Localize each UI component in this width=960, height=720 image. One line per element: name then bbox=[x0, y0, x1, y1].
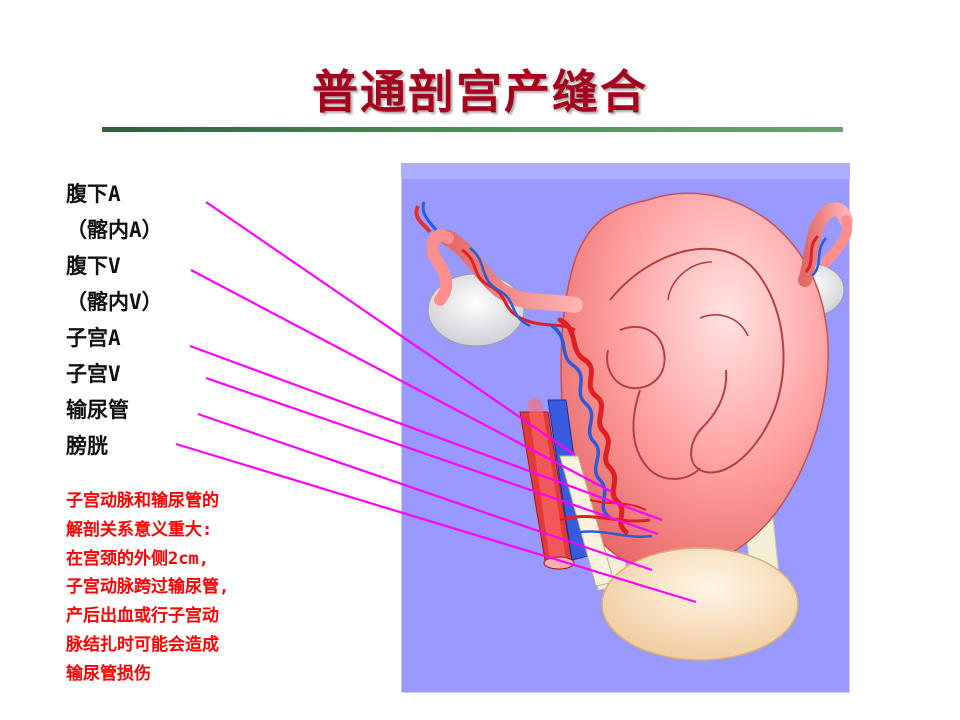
bladder-shape bbox=[601, 547, 799, 661]
note-line: 子宫动脉和输尿管的 bbox=[66, 491, 219, 511]
note-line: 脉结扎时可能会造成 bbox=[66, 634, 219, 655]
note-line: 在宫颈的外侧2cm, bbox=[66, 548, 209, 569]
label-internal-iliac-artery: （髂内A） bbox=[66, 218, 163, 242]
label-hypogastric-vein: 腹下V bbox=[66, 254, 121, 278]
label-hypogastric-artery: 腹下A bbox=[66, 182, 121, 206]
leader-line-uterine-vein bbox=[205, 376, 659, 536]
label-uterine-artery: 子宫A bbox=[66, 326, 121, 350]
label-uterine-vein: 子宫V bbox=[66, 362, 121, 386]
note-line: 输尿管损伤 bbox=[66, 663, 151, 684]
leader-line-bladder bbox=[175, 442, 697, 604]
leader-line-hypogastric-vein bbox=[190, 269, 613, 493]
note-line: 产后出血或行子宫动 bbox=[66, 606, 219, 627]
note-line: 子宫动脉跨过输尿管, bbox=[66, 577, 230, 598]
title-underline bbox=[102, 127, 843, 132]
label-ureter: 输尿管 bbox=[66, 398, 129, 422]
leader-line-hypogastric-artery bbox=[205, 201, 576, 456]
leader-line-ureter bbox=[197, 412, 653, 572]
anatomy-label-list: 腹下A （髂内A） 腹下V （髂内V） 子宫A 子宫V 输尿管 膀胱 bbox=[66, 176, 163, 464]
clinical-note: 子宫动脉和输尿管的 解剖关系意义重大: 在宫颈的外侧2cm, 子宫动脉跨过输尿管… bbox=[66, 487, 229, 689]
label-internal-iliac-vein: （髂内V） bbox=[66, 290, 163, 314]
label-bladder: 膀胱 bbox=[66, 434, 108, 458]
slide-title: 普通剖宫产缝合 bbox=[312, 65, 648, 119]
leader-line-uterine-artery bbox=[189, 344, 663, 522]
note-line: 解剖关系意义重大: bbox=[66, 519, 213, 540]
